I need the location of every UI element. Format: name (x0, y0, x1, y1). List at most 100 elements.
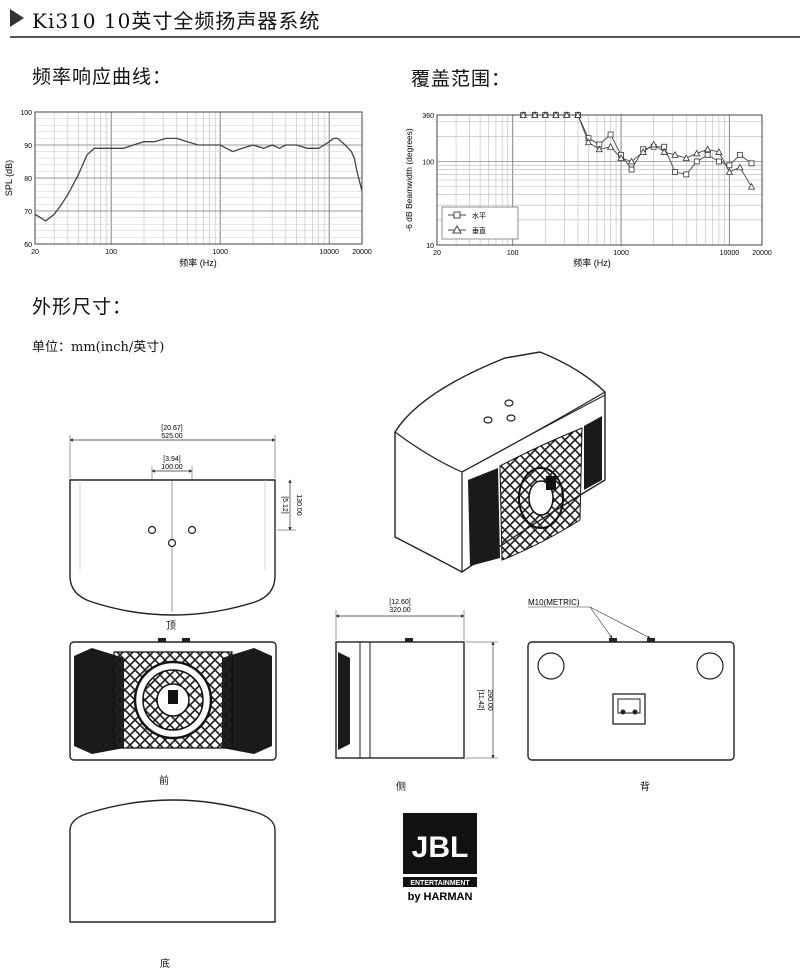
data-point-triangle (682, 154, 690, 161)
y-axis-label: SPL (dB) (4, 160, 14, 196)
coverage-chart: 20 100 1000 10000 20000 10 100 360 水平 垂直 频率 (Hz… (404, 111, 772, 268)
chart-ticks: 20 100 1000 10000 20000 60 70 80 90 100 (20, 110, 372, 256)
data-point-triangle (531, 111, 539, 118)
x-axis-label: 频率 (Hz) (573, 257, 611, 268)
data-point-triangle (639, 148, 647, 155)
data-point-square (628, 166, 635, 173)
data-point-square (672, 169, 678, 175)
dimensions-heading: 外形尺寸： (32, 296, 133, 318)
y-tick-label: 360 (422, 113, 434, 120)
bottom-view-label: 底 (160, 959, 170, 970)
hole-inch-label: [3.94] (163, 456, 181, 463)
chart-legend: 水平 垂直 (441, 206, 519, 240)
x-tick-label: 100 (507, 250, 519, 257)
y-tick-label: 100 (20, 110, 32, 117)
back-view: M10(METRIC) (527, 598, 735, 761)
logo-line1: ENTERTAINMENT (410, 880, 470, 887)
data-point-triangle (627, 157, 636, 165)
top-view: [20.67] 525.00 [3.94] 100.00 [5.12] 130.… (69, 425, 302, 616)
x-tick-label: 20 (433, 250, 441, 257)
x-tick-label: 20 (31, 249, 39, 256)
data-point-triangle (541, 111, 550, 118)
frequency-response-chart: 20 100 1000 10000 20000 60 70 80 90 100 频率 (Hz) S… (4, 110, 372, 268)
legend-triangle-icon (452, 224, 462, 234)
data-point-triangle (606, 142, 615, 150)
height-mm-label: 290.00 (486, 689, 493, 711)
side-view-label: 侧 (396, 782, 406, 793)
chart-frame (34, 111, 363, 245)
width-mm-label: 525.00 (161, 433, 183, 440)
data-point-triangle (725, 168, 734, 175)
data-point-square (683, 171, 690, 178)
data-point-square (704, 151, 711, 158)
width-inch-label: [20.67] (161, 425, 182, 432)
jbl-logo-mark (403, 813, 477, 874)
depth-inch-label: [5.12] (281, 496, 288, 514)
x-tick-label: 100 (105, 249, 117, 256)
series-line (523, 114, 752, 187)
chart-ticks: 20 100 1000 10000 20000 10 100 360 (422, 113, 772, 257)
x-axis-label: 频率 (Hz) (179, 257, 217, 268)
x-tick-label: 20000 (352, 249, 372, 256)
data-point-triangle (574, 111, 582, 118)
x-tick-label: 1000 (212, 249, 228, 256)
bottom-view (69, 799, 276, 923)
data-point-square (607, 131, 614, 138)
data-point-square (726, 162, 733, 169)
data-point-square (715, 158, 722, 165)
side-view: [12.60] 320.00 [11.42] 290.00 (335, 599, 498, 759)
depth-mm-label: 130.00 (295, 494, 302, 516)
data-point-triangle (552, 111, 560, 118)
chart-series (519, 111, 756, 190)
x-tick-label: 1000 (613, 250, 629, 257)
top-view-label: 顶 (166, 621, 176, 632)
data-point-triangle (595, 145, 603, 153)
x-tick-label: 10000 (720, 250, 740, 257)
side-inch-label: [12.60] (389, 599, 410, 606)
legend-horizontal: 水平 (472, 211, 486, 220)
spl-curve (34, 137, 363, 222)
data-point-triangle (715, 148, 723, 155)
chart-grid (34, 111, 363, 245)
data-point-triangle (671, 151, 679, 158)
dimension-drawings: [20.67] 525.00 [3.94] 100.00 [5.12] 130.… (69, 351, 735, 923)
data-point-square (693, 158, 700, 165)
data-point-triangle (747, 182, 756, 190)
data-point-triangle (703, 145, 712, 153)
back-view-label: 背 (640, 782, 650, 793)
unit-label: 单位：mm(inch/英寸) (32, 340, 165, 355)
y-axis-label: -6 dB Beamwidth (degrees) (404, 128, 414, 232)
data-point-triangle (519, 111, 527, 118)
data-point-triangle (693, 149, 701, 157)
jbl-logo: JBL ENTERTAINMENT by HARMAN (403, 813, 477, 903)
data-point-square (748, 160, 755, 167)
y-tick-label: 10 (426, 243, 434, 250)
y-tick-label: 90 (24, 143, 32, 150)
legend-vertical: 垂直 (472, 226, 486, 235)
data-point-triangle (649, 140, 658, 148)
page-header: Ki310 10英寸全频扬声器系统 (0, 0, 800, 40)
freq-response-heading: 频率响应曲线： (32, 66, 173, 88)
metric-label: M10(METRIC) (528, 598, 580, 607)
front-view-label: 前 (159, 776, 169, 787)
data-point-triangle (736, 163, 744, 171)
coverage-heading: 覆盖范围： (411, 68, 512, 90)
data-point-triangle (617, 154, 625, 161)
x-tick-label: 20000 (752, 250, 772, 257)
data-point-triangle (584, 138, 593, 146)
header-rule (10, 36, 800, 38)
y-tick-label: 60 (24, 242, 32, 249)
header-arrow-icon (10, 9, 24, 27)
side-mm-label: 320.00 (389, 607, 411, 614)
y-tick-label: 70 (24, 209, 32, 216)
isometric-view (394, 351, 606, 573)
x-tick-label: 10000 (319, 249, 339, 256)
front-view (69, 638, 277, 761)
legend-square-icon (453, 211, 461, 219)
height-inch-label: [11.42] (477, 690, 484, 711)
y-tick-label: 80 (24, 176, 32, 183)
chart-frame (436, 114, 763, 246)
data-point-square (736, 151, 743, 158)
hole-mm-label: 100.00 (161, 464, 183, 471)
y-tick-label: 100 (422, 159, 434, 166)
